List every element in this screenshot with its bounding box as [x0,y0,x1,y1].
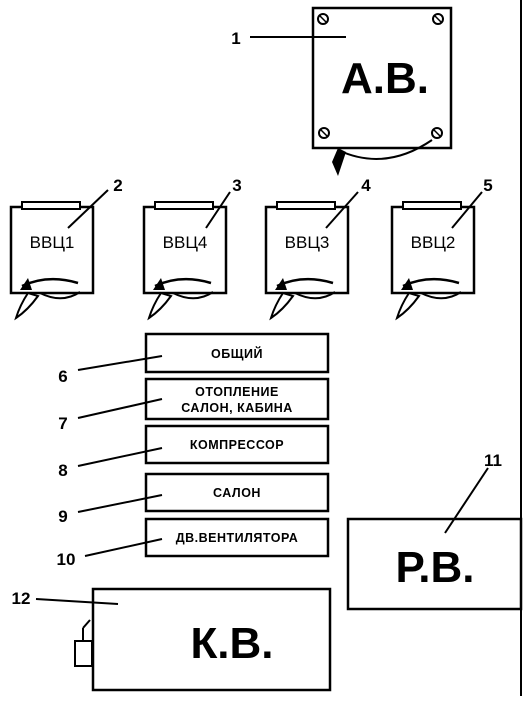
arrow-head-icon [153,278,165,290]
switch-handle-icon [147,291,173,321]
leader-line [444,467,489,534]
switch-label-box [144,424,330,465]
switch-row: КОМПРЕССОР 8 [58,424,330,480]
leader-line [84,538,163,557]
switch-row: ОТОПЛЕНИЕ САЛОН, КАБИНА 7 [58,377,330,433]
small-breaker: ВВЦ1 2 [9,176,123,321]
screw-icon [431,127,443,139]
callout-number: 4 [361,176,371,195]
small-breaker: ВВЦ2 5 [390,176,493,321]
leader-line [77,447,163,467]
screw-icon [317,13,329,25]
contactor-body [91,587,332,692]
leader-line [77,398,163,419]
relay-label: Р.В. [396,543,475,592]
switch-label-line1: ДВ.ВЕНТИЛЯТОРА [176,531,299,545]
leader-line [325,191,359,229]
switch-label-line2: САЛОН, КАБИНА [181,401,293,415]
small-breaker-top-tab [402,201,462,210]
switch-row: ДВ.ВЕНТИЛЯТОРА 10 [57,517,330,569]
contactor-label: К.В. [190,619,273,668]
callout-number: 10 [57,550,76,569]
callout-number: 9 [58,507,67,526]
small-breaker-label: ВВЦ2 [411,233,456,252]
main-breaker-body [311,6,453,150]
small-breaker-label: ВВЦ4 [163,233,208,252]
screw-icon [432,13,444,25]
handle-arc [294,291,336,300]
handle-lever-icon [332,148,346,176]
handle-arc [420,291,462,300]
callout-number: 7 [58,414,67,433]
leader-line [77,494,163,513]
callout-number: 11 [484,451,502,470]
arrow-head-icon [20,278,32,290]
switch-label-box [144,377,330,421]
callout-number: 5 [483,176,492,195]
contactor-box: К.В. 12 [12,587,332,692]
small-breaker-label: ВВЦ1 [30,233,75,252]
leader-line [451,191,483,229]
handle-arc [39,291,81,300]
terminal-wire [82,619,91,629]
callout-number: 3 [232,176,241,195]
small-breaker-top-tab [21,201,81,210]
leader-line [77,355,163,371]
switch-handle-icon [269,291,295,321]
switch-label-line1: ОБЩИЙ [211,346,263,361]
callout-number: 6 [58,367,67,386]
handle-arc [337,139,433,160]
switch-label-line1: ОТОПЛЕНИЕ [195,385,279,399]
relay-box: Р.В. 11 [346,451,523,611]
handle-arc [172,291,214,300]
switch-row: САЛОН 9 [58,472,330,526]
switch-label-line1: КОМПРЕССОР [190,438,284,452]
switch-label-box [144,472,330,513]
switch-handle-icon [14,291,40,321]
leader-line [35,598,119,605]
callout-number: 8 [58,461,67,480]
arrow-head-icon [275,278,287,290]
small-breaker-label: ВВЦ3 [285,233,330,252]
switch-handle-icon [395,291,421,321]
callout-number: 2 [113,176,122,195]
arrow-head-icon [401,278,413,290]
main-breaker: А.В. 1 [231,6,453,176]
switch-label-line1: САЛОН [213,486,261,500]
main-breaker-label: А.В. [341,54,429,103]
callout-number: 12 [12,589,31,608]
switch-row: ОБЩИЙ 6 [58,332,330,386]
relay-body [346,517,523,611]
leader-line [67,189,109,229]
switch-label-box [144,332,330,374]
small-breaker: ВВЦ4 3 [142,176,242,321]
small-breaker: ВВЦ3 4 [264,176,371,321]
leader-line [205,191,231,229]
switch-label-box [144,517,330,558]
small-breaker-top-tab [154,201,214,210]
screw-icon [318,127,330,139]
small-breaker-top-tab [276,201,336,210]
contactor-terminal [74,640,93,667]
callout-number: 1 [231,29,240,48]
